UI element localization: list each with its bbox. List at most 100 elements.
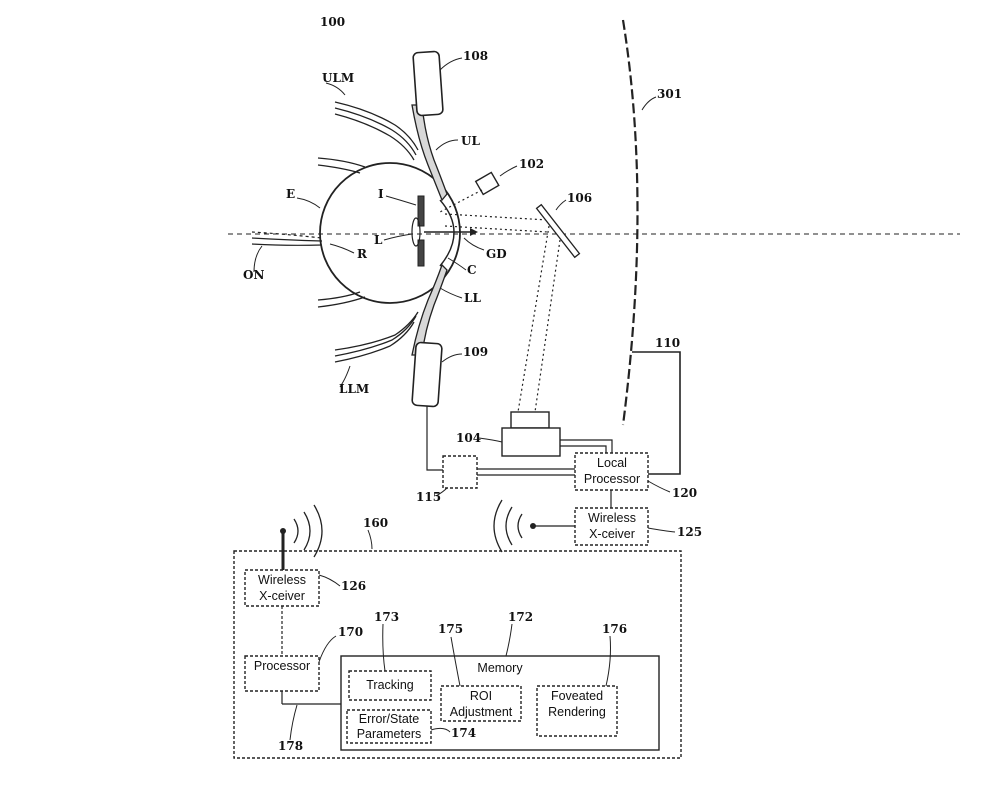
leader-125 bbox=[647, 527, 676, 533]
computer-system-160 bbox=[233, 550, 682, 759]
eyeball bbox=[319, 162, 461, 304]
leader-109 bbox=[441, 353, 463, 363]
leader-on bbox=[253, 245, 263, 273]
label-on: ON bbox=[243, 268, 264, 282]
label-178: 178 bbox=[278, 739, 303, 753]
memory-label: Memory bbox=[477, 661, 523, 675]
wireless-125-line1: Wireless bbox=[588, 511, 636, 525]
cornea bbox=[439, 199, 455, 267]
leader-115 bbox=[435, 487, 448, 497]
iris-lower bbox=[417, 239, 425, 267]
leader-ll bbox=[439, 287, 463, 299]
link-110 bbox=[632, 351, 681, 475]
leader-173 bbox=[382, 623, 386, 672]
camera-lens-104 bbox=[510, 411, 550, 429]
leader-i bbox=[385, 195, 417, 206]
label-106: 106 bbox=[567, 191, 592, 205]
label-115: 115 bbox=[416, 490, 441, 504]
label-ulm: ULM bbox=[322, 71, 354, 85]
light-source-102 bbox=[474, 171, 500, 196]
foveated-line1: Foveated bbox=[551, 689, 603, 703]
label-176: 176 bbox=[602, 622, 627, 636]
roi-line2: Adjustment bbox=[450, 705, 513, 719]
label-109: 109 bbox=[463, 345, 488, 359]
label-l: L bbox=[374, 233, 383, 247]
iris-upper bbox=[417, 195, 425, 227]
label-110: 110 bbox=[655, 336, 680, 350]
wireless-125-line2: X-ceiver bbox=[589, 527, 635, 541]
retina-line bbox=[251, 231, 323, 239]
label-126: 126 bbox=[341, 579, 366, 593]
label-gd: GD bbox=[486, 247, 507, 261]
display-screen-301 bbox=[621, 19, 639, 426]
label-r: R bbox=[357, 247, 368, 261]
leader-106 bbox=[555, 199, 567, 211]
leader-ul bbox=[435, 139, 459, 151]
leader-gd bbox=[463, 237, 485, 251]
leader-301 bbox=[641, 96, 657, 111]
upper-lid-muscle bbox=[334, 101, 419, 151]
error-state-line1: Error/State bbox=[359, 712, 419, 726]
gaze-arrowhead bbox=[470, 228, 478, 236]
leader-174 bbox=[430, 727, 451, 733]
error-state-line2: Parameters bbox=[357, 727, 422, 741]
upper-eyelid bbox=[411, 104, 448, 202]
label-i: I bbox=[378, 187, 384, 201]
label-301: 301 bbox=[657, 87, 682, 101]
label-120: 120 bbox=[672, 486, 697, 500]
tracking-box bbox=[348, 670, 432, 701]
sensor-108 bbox=[412, 50, 444, 117]
label-ll: LL bbox=[464, 291, 481, 305]
label-125: 125 bbox=[677, 525, 702, 539]
leader-170 bbox=[318, 635, 337, 663]
label-160: 160 bbox=[363, 516, 388, 530]
leader-e bbox=[296, 197, 321, 209]
roi-line1: ROI bbox=[470, 689, 492, 703]
leader-175 bbox=[450, 636, 461, 687]
wireless-126-line1: Wireless bbox=[258, 573, 306, 587]
leader-104 bbox=[478, 437, 503, 443]
figure-number: 100 bbox=[320, 15, 345, 29]
label-c: C bbox=[467, 263, 477, 277]
leader-102 bbox=[499, 165, 518, 177]
leader-160 bbox=[367, 529, 373, 550]
local-processor-line2: Processor bbox=[584, 472, 640, 486]
leader-126 bbox=[318, 574, 341, 587]
leader-176 bbox=[605, 635, 611, 687]
leader-120 bbox=[647, 480, 671, 493]
label-173: 173 bbox=[374, 610, 399, 624]
label-108: 108 bbox=[463, 49, 488, 63]
leader-172 bbox=[505, 623, 513, 657]
wireless-signal-126 bbox=[293, 518, 299, 544]
label-174: 174 bbox=[451, 726, 476, 740]
label-102: 102 bbox=[519, 157, 544, 171]
leader-178 bbox=[289, 704, 298, 741]
leader-r bbox=[329, 243, 355, 254]
foveated-rendering-box bbox=[536, 685, 618, 737]
leader-l bbox=[383, 233, 413, 241]
wireless-126-line2: X-ceiver bbox=[259, 589, 305, 603]
camera-104 bbox=[501, 427, 561, 457]
lower-eyelid bbox=[411, 263, 448, 356]
processor-label: Processor bbox=[254, 659, 310, 673]
label-175: 175 bbox=[438, 622, 463, 636]
foveated-line2: Rendering bbox=[548, 705, 606, 719]
hot-mirror-106 bbox=[535, 203, 581, 259]
label-ul: UL bbox=[461, 134, 480, 148]
wireless-signal-125 bbox=[517, 513, 523, 539]
lower-lid-muscle bbox=[334, 311, 419, 351]
tracking-label: Tracking bbox=[366, 678, 414, 692]
antenna-126 bbox=[280, 528, 286, 534]
optic-nerve bbox=[251, 237, 323, 242]
roi-adjustment-box bbox=[440, 685, 522, 722]
leader-c bbox=[447, 257, 467, 271]
leader-ulm bbox=[325, 82, 346, 96]
error-state-box bbox=[346, 709, 432, 744]
antenna-125 bbox=[530, 523, 536, 529]
label-104: 104 bbox=[456, 431, 481, 445]
label-llm: LLM bbox=[339, 382, 369, 396]
optic-nerve-lower bbox=[251, 243, 323, 246]
label-170: 170 bbox=[338, 625, 363, 639]
